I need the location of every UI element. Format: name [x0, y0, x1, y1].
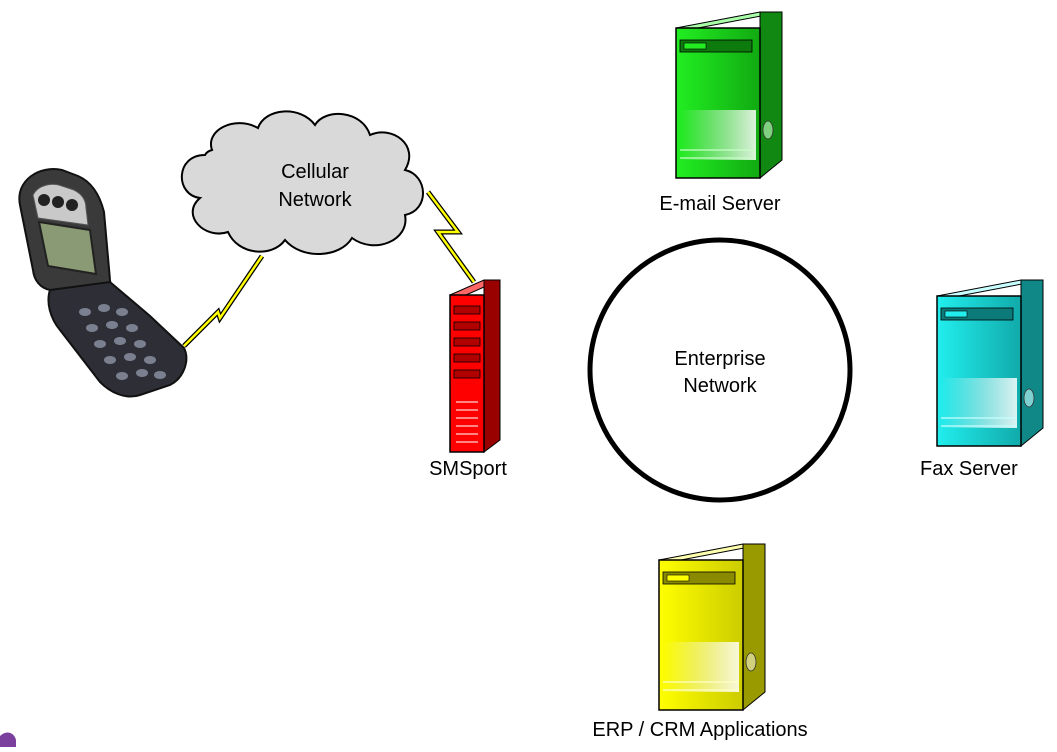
enterprise-label-line1: Enterprise — [674, 348, 766, 370]
fax-server-icon — [936, 279, 1044, 448]
erp-crm-server-icon — [658, 543, 766, 712]
enterprise-label-line2: Network — [683, 375, 757, 397]
email-server-label: E-mail Server — [659, 193, 781, 215]
wireless-link-phone-cloud — [182, 254, 265, 348]
enterprise-label: Enterprise Network — [640, 346, 800, 400]
wireless-link-cloud-smsport — [426, 190, 477, 284]
smsport-label: SMSport — [429, 458, 507, 480]
smsport-server-icon — [449, 279, 501, 453]
enterprise-network-ring — [587, 237, 853, 503]
cloud-icon — [180, 110, 424, 255]
cloud-label: Cellular Network — [250, 158, 380, 214]
mobile-phone-icon — [18, 168, 188, 398]
cloud-label-line1: Cellular — [281, 161, 349, 183]
email-server-icon — [675, 11, 783, 180]
fax-server-label: Fax Server — [920, 458, 1018, 480]
erp-crm-label: ERP / CRM Applications — [592, 719, 808, 741]
corner-logo-icon — [0, 732, 16, 747]
cloud-label-line2: Network — [278, 189, 352, 211]
